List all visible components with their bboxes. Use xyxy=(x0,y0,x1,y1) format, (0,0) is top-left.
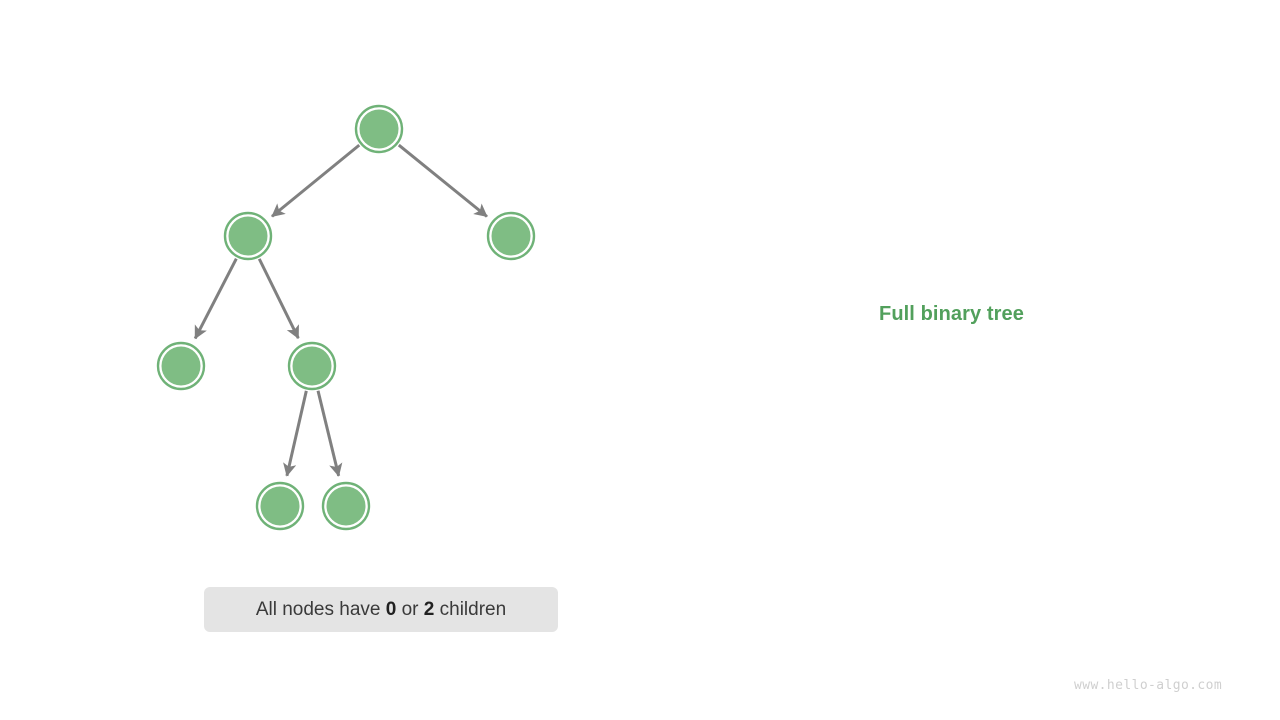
tree-node[interactable] xyxy=(223,211,273,261)
caption-text: All nodes have 0 or 2 children xyxy=(255,598,507,620)
tree-node-fill xyxy=(292,346,332,386)
tree-node-fill xyxy=(326,486,366,526)
tree-node-ring xyxy=(223,211,273,261)
tree-node[interactable] xyxy=(321,481,371,531)
tree-node-ring xyxy=(156,341,206,391)
tree-edge xyxy=(271,143,361,218)
tree-node[interactable] xyxy=(486,211,536,261)
tree-edge xyxy=(283,390,308,477)
tree-node-ring xyxy=(354,104,404,154)
tree-node[interactable] xyxy=(287,341,337,391)
tree-node-ring xyxy=(321,481,371,531)
page-title: Full binary tree xyxy=(879,303,1024,325)
watermark: www.hello-algo.com xyxy=(1074,678,1223,693)
tree-node-fill xyxy=(228,216,268,256)
tree-node[interactable] xyxy=(255,481,305,531)
tree-node-ring xyxy=(287,341,337,391)
caption-badge: All nodes have 0 or 2 children xyxy=(204,587,558,632)
tree-node-fill xyxy=(161,346,201,386)
tree-node[interactable] xyxy=(156,341,206,391)
tree-edge xyxy=(316,390,343,477)
tree-node[interactable] xyxy=(354,104,404,154)
tree-node-fill xyxy=(491,216,531,256)
tree-node-ring xyxy=(255,481,305,531)
tree-node-fill xyxy=(260,486,300,526)
tree-node-ring xyxy=(486,211,536,261)
edge-layer xyxy=(193,143,488,477)
tree-edge xyxy=(397,143,488,218)
tree-edge xyxy=(193,257,238,340)
node-layer xyxy=(156,104,536,531)
tree-edge xyxy=(257,258,300,339)
tree-node-fill xyxy=(359,109,399,149)
